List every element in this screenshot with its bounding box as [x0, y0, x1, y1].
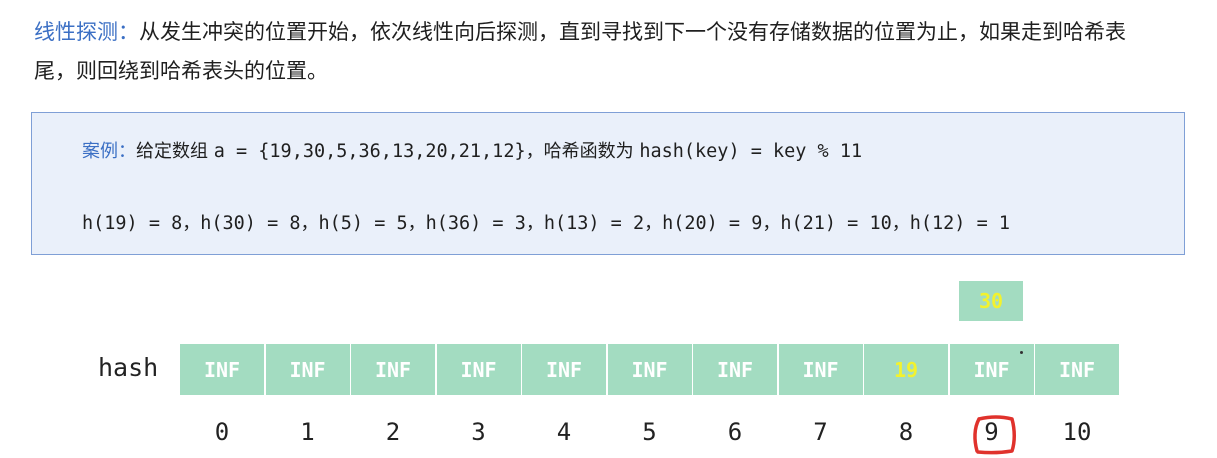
result-separator: ，: [525, 213, 544, 234]
hash-cell-1: INF: [265, 344, 350, 395]
example-line-given: 案例：给定数组 a = {19,30,5,36,13,20,21,12}，哈希函…: [82, 137, 862, 163]
result-separator: ，: [644, 213, 663, 234]
hash-cell-4: INF: [522, 344, 606, 395]
hash-index-6: 6: [727, 418, 743, 446]
result-separator: ，: [182, 213, 201, 234]
term-linear-probing: 线性探测: [34, 20, 118, 44]
hash-cell-10: INF: [1035, 344, 1119, 395]
hash-index-9: 9: [984, 418, 999, 446]
hash-table-indices: 0 1 2 3 4 5 6 7 8 9 10: [180, 418, 1121, 446]
hash-result: h(5) = 5: [318, 213, 408, 234]
hash-cell-5: INF: [607, 344, 692, 395]
hash-result: h(20) = 9: [662, 213, 763, 234]
hash-result: h(19) = 8: [82, 213, 183, 234]
hash-result: h(36) = 3: [425, 213, 526, 234]
example-given-text: 给定数组: [136, 141, 214, 162]
result-separator: ，: [891, 213, 910, 234]
hash-cell-0: INF: [180, 344, 264, 395]
hash-index-3: 3: [471, 418, 486, 446]
result-separator: ，: [300, 213, 319, 234]
hash-result: h(21) = 10: [780, 213, 892, 234]
hash-table-label: hash: [98, 353, 159, 382]
pending-key-30: 30: [959, 281, 1023, 321]
example-array: a = {19,30,5,36,13,20,21,12}: [213, 141, 526, 162]
term-colon: ：: [118, 20, 139, 44]
hash-index-2: 2: [385, 418, 401, 446]
example-box: 案例：给定数组 a = {19,30,5,36,13,20,21,12}，哈希函…: [31, 112, 1185, 255]
intro-text: 从发生冲突的位置开始，依次线性向后探测，直到寻找到下一个没有存储数据的位置为止，…: [34, 20, 1126, 83]
hash-index-1: 1: [300, 418, 315, 446]
index-9-annotation-mark: [973, 415, 1016, 455]
hash-index-7: 7: [813, 418, 828, 446]
example-line-results: h(19) = 8，h(30) = 8，h(5) = 5，h(36) = 3，h…: [82, 209, 1010, 235]
hash-cell-2: INF: [351, 344, 435, 395]
stray-dot: [1020, 351, 1023, 354]
hash-result: h(30) = 8: [200, 213, 301, 234]
example-hash-desc: ，哈希函数为: [525, 141, 640, 162]
hash-index-0: 0: [214, 418, 230, 446]
hash-result: h(13) = 2: [543, 213, 645, 234]
hash-cell-7: INF: [778, 344, 863, 395]
result-separator: ，: [762, 213, 781, 234]
hash-cell-9: INF: [949, 344, 1034, 395]
hash-cell-6: INF: [693, 344, 777, 395]
hash-index-10: 10: [1062, 418, 1092, 446]
hash-index-5: 5: [642, 418, 657, 446]
example-colon: ：: [118, 141, 136, 162]
hash-cell-8: 19: [864, 344, 948, 395]
result-separator: ，: [407, 213, 426, 234]
example-hash-function: hash(key) = key % 11: [639, 141, 863, 162]
hash-result: h(12) = 1: [909, 213, 1010, 234]
hash-index-4: 4: [556, 418, 572, 446]
hash-index-8: 8: [898, 418, 914, 446]
hash-cell-3: INF: [436, 344, 521, 395]
example-label: 案例: [82, 141, 118, 162]
intro-paragraph: 线性探测：从发生冲突的位置开始，依次线性向后探测，直到寻找到下一个没有存储数据的…: [34, 13, 1164, 91]
